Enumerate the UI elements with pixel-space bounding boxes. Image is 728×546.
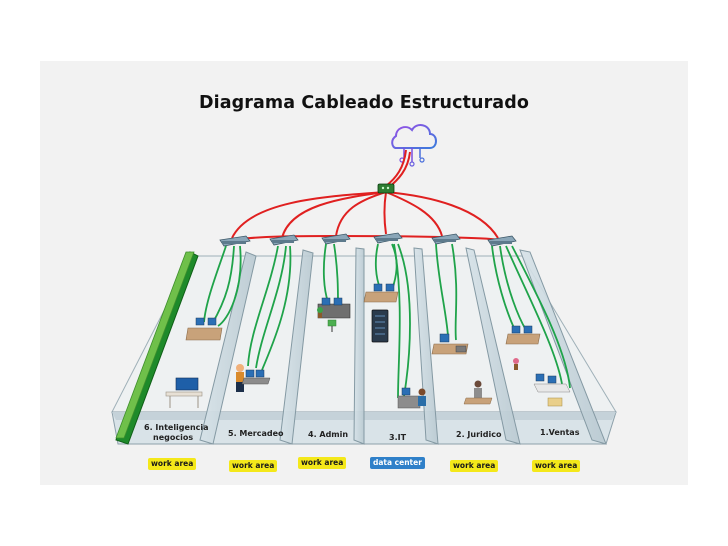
chair-icon: [327, 319, 337, 332]
workstation-icon: [505, 325, 541, 345]
room-label-5: 5. Mercadeo: [228, 429, 284, 438]
room-label-2: 2. Juridico: [456, 430, 502, 439]
switch-icon: [321, 233, 351, 245]
area-badge: work area: [450, 460, 499, 472]
wall-2: [199, 251, 257, 445]
switch-icon: [373, 232, 403, 244]
cloud-icon: [391, 124, 437, 167]
room-label-4: 4. Admin: [308, 430, 348, 439]
wall-3: [279, 249, 314, 445]
wall-5: [413, 247, 439, 445]
workstation-icon: [397, 387, 421, 409]
wall-6: [465, 247, 521, 445]
area-badge: work area: [298, 457, 347, 469]
person-icon: [463, 380, 493, 405]
workstation-icon: [533, 373, 571, 407]
plant-icon: [513, 358, 519, 370]
workstation-icon: [165, 377, 203, 408]
room-label-1: 1.Ventas: [540, 428, 580, 437]
room-label-6a: 6. Inteligencia: [144, 423, 209, 432]
workstation-icon: [241, 369, 271, 385]
plant-icon: [317, 307, 323, 318]
room-labels: 6. Inteligencia negocios 5. Mercadeo 4. …: [144, 423, 580, 442]
diagram-title: Diagrama Cableado Estructurado: [199, 93, 529, 113]
workstation-icon: [317, 297, 351, 319]
room-equipment: [165, 283, 571, 409]
room-label-6b: negocios: [153, 433, 193, 442]
area-badge: work area: [148, 458, 197, 470]
switches: [219, 232, 517, 247]
printer-icon: [455, 345, 467, 353]
core-router-icon: [377, 183, 395, 194]
person-icon: [418, 388, 426, 406]
workstation-icon: [185, 317, 223, 341]
backbone-cables: [231, 149, 501, 241]
switch-icon: [269, 234, 299, 246]
switch-icon: [219, 235, 251, 247]
server-rack-icon: [371, 309, 389, 343]
switch-icon: [431, 233, 461, 245]
area-badge-datacenter: data center: [370, 457, 425, 469]
switch-icon: [487, 235, 517, 247]
person-icon: [236, 364, 244, 392]
wall-4: [353, 247, 365, 445]
room-label-3: 3.IT: [389, 433, 407, 442]
area-badge: work area: [532, 460, 581, 472]
workstation-icon: [363, 283, 399, 303]
horizontal-cables: [203, 243, 571, 399]
area-badge: work area: [229, 460, 278, 472]
partition-walls: [115, 247, 607, 445]
